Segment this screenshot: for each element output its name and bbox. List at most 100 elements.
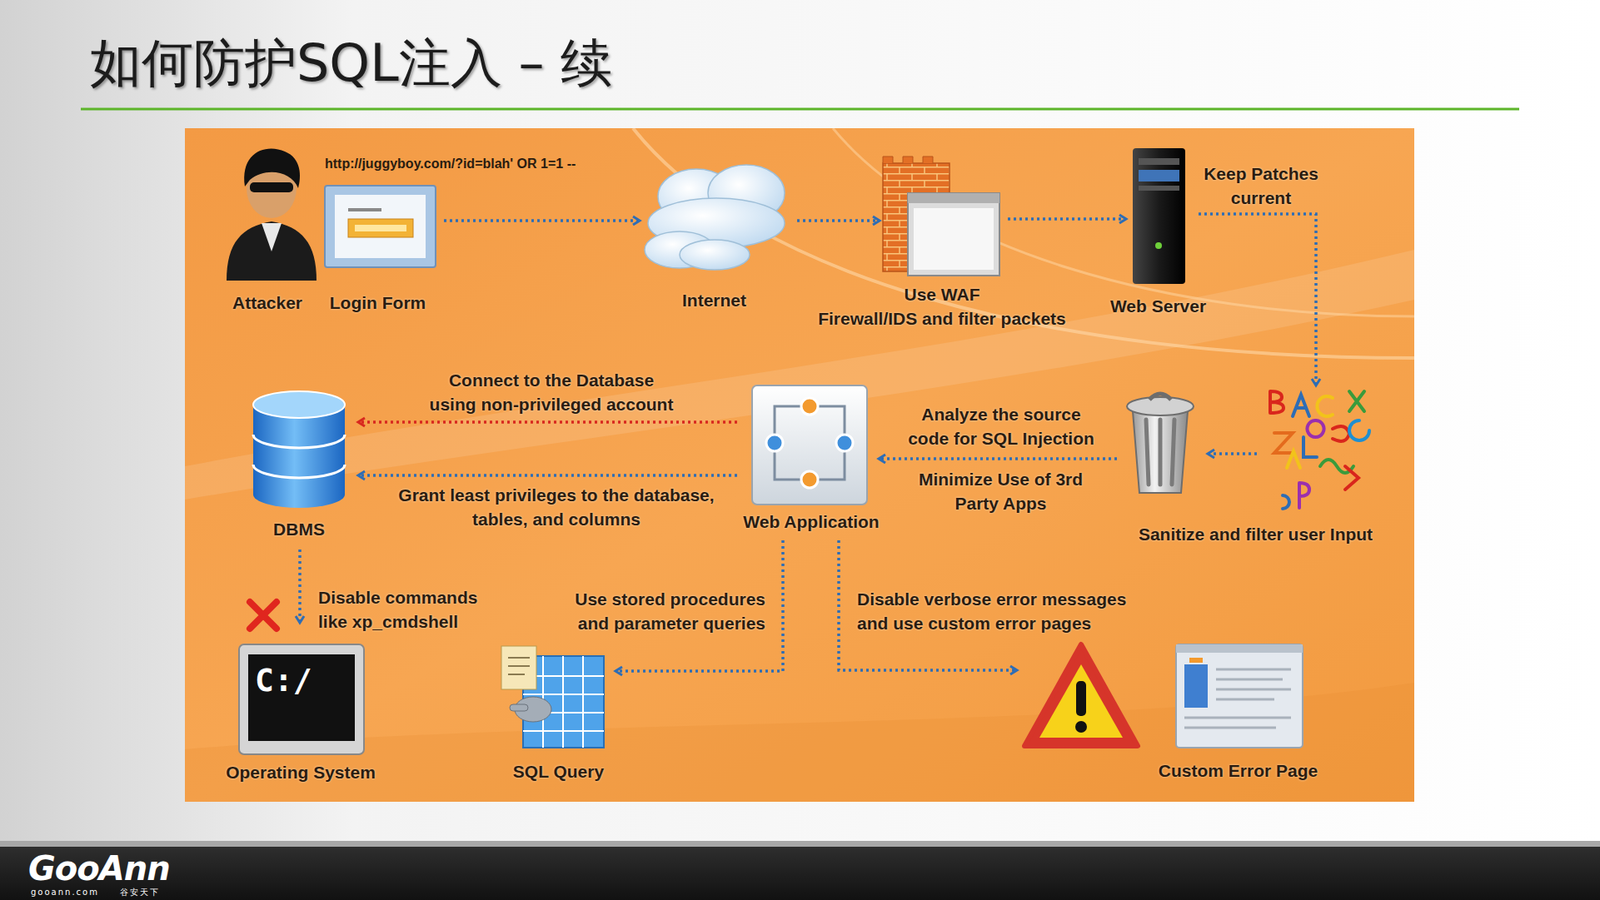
edge-label: Disable commands like xp_cmdshell [318,585,485,634]
footer-bar [0,847,1600,900]
logo-s-label: gooann.com [30,887,100,898]
web-app-icon-part [801,471,818,489]
caption-text: Internet [682,288,747,313]
sql-query-icon-part [508,657,530,675]
logo-label: GooAnn [28,850,170,888]
dotted-arrow [1007,217,1127,221]
trash-can-icon [1126,393,1194,494]
server-icon-part [1138,158,1180,165]
node-caption: Web Application [742,509,879,534]
edge-label: Keep Patches current [1194,161,1328,210]
server-icon-part [1155,242,1162,250]
web-app-icon [752,385,868,505]
flow-arrow [1207,453,1257,455]
cloud-icon-part [679,239,750,270]
input-letters-icon-part [1345,466,1359,490]
icon-node: Internet [642,163,786,271]
panel [184,128,1415,803]
edge-label: Use stored procedures and parameter quer… [540,587,766,636]
flow-arrow-part [1207,452,1257,456]
warning-icon-part [1024,644,1138,747]
panel-part [184,128,1415,803]
warning-icon [1024,644,1138,747]
dotted-arrow [358,420,738,424]
login-form-icon-part [334,194,426,259]
error-page-icon-part [1176,644,1303,653]
caption-text: Sanitize and filter user Input [1138,522,1373,547]
error-page-icon-part [1184,669,1291,728]
icon-node: Login Form [324,185,436,268]
icon-node: Custom Error Page [1023,642,1303,748]
error-page-icon-part [1176,644,1303,748]
url-label: http://juggyboy.com/?id=blah' OR 1=1 -- [324,155,576,173]
login-form-icon-part [354,224,407,232]
web-app-icon-part [752,385,868,505]
edge-label: Disable verbose error messages and use c… [857,587,1141,636]
server-icon-part [1132,148,1186,285]
attacker-icon-part [226,221,317,281]
sql-query-icon [501,646,604,748]
input-letters-icon-part [1303,437,1317,458]
caption-text: Firewall/IDS and filter packets [817,306,1067,331]
node-caption: Login Form [329,290,426,315]
server-icon-part [1138,185,1180,191]
icon-node: DBMS [253,389,345,510]
icon-node: Operating System [239,644,364,755]
panel-part [184,128,1415,803]
node-caption: Custom Error Page [1158,758,1318,783]
node-caption: Internet [682,288,747,313]
login-form-icon-part [348,219,414,238]
server-icon [1132,148,1186,285]
input-letters-icon-part [1292,394,1310,417]
lbl-label: Minimize Use of 3rd Party Apps [911,467,1091,516]
trash-can-icon-part [1149,393,1172,400]
input-letters-icon-part [1299,483,1310,509]
caption-text: DBMS [273,517,325,542]
attacker-icon [226,148,317,281]
input-letters-icon-part [1286,451,1301,469]
trash-can-icon-part [1126,397,1194,416]
web-app-icon-part [801,398,818,415]
icon-node: SQL Query [499,644,604,750]
attacker-icon-part [249,182,294,193]
icon-node: Sanitize and filter user Input [1121,387,1383,513]
error-page-icon-part [1189,657,1203,663]
warning-icon-part [1076,681,1087,717]
error-page-icon [1176,644,1303,748]
login-form-icon-part [348,208,382,212]
input-letters-icon-part [1307,420,1325,438]
caption-text: Login Form [329,290,426,315]
input-letters-icon-part [1274,433,1293,454]
edge-label: Connect to the Database using non-privil… [428,368,675,417]
web-app-icon-part [836,434,853,452]
input-letters-icon-part [1316,396,1333,417]
caption-text: Web Application [742,509,879,534]
caption-text: Operating System [225,760,376,785]
input-letters-icon [1270,391,1370,509]
warning-icon-part [1075,721,1087,733]
dotted-arrow [797,219,880,223]
caption-text: Use WAF [817,282,1067,307]
icon-node: Web Application [752,385,868,505]
cloud-icon [644,164,785,270]
title-rule [80,108,1520,111]
terminal-icon [239,644,364,755]
sql-query-icon-part [501,646,537,690]
footer-stripe [0,841,1600,848]
dotted-arrow [443,219,640,223]
icon-node: Attacker [226,150,317,281]
logo-s-label: 谷安天下 [119,887,160,898]
database-icon-part [253,391,345,419]
web-app-icon-part [774,406,845,480]
node-caption: Web Server [1110,294,1207,319]
node-caption: Sanitize and filter user Input [1138,522,1373,547]
login-form-icon-part [324,185,436,268]
trash-can-icon-part [1146,419,1175,485]
database-icon [253,391,345,509]
database-icon-part [253,434,345,479]
icon-node: Web Server [1132,148,1186,285]
database-icon-part [253,481,345,509]
node-caption: DBMS [273,517,325,542]
